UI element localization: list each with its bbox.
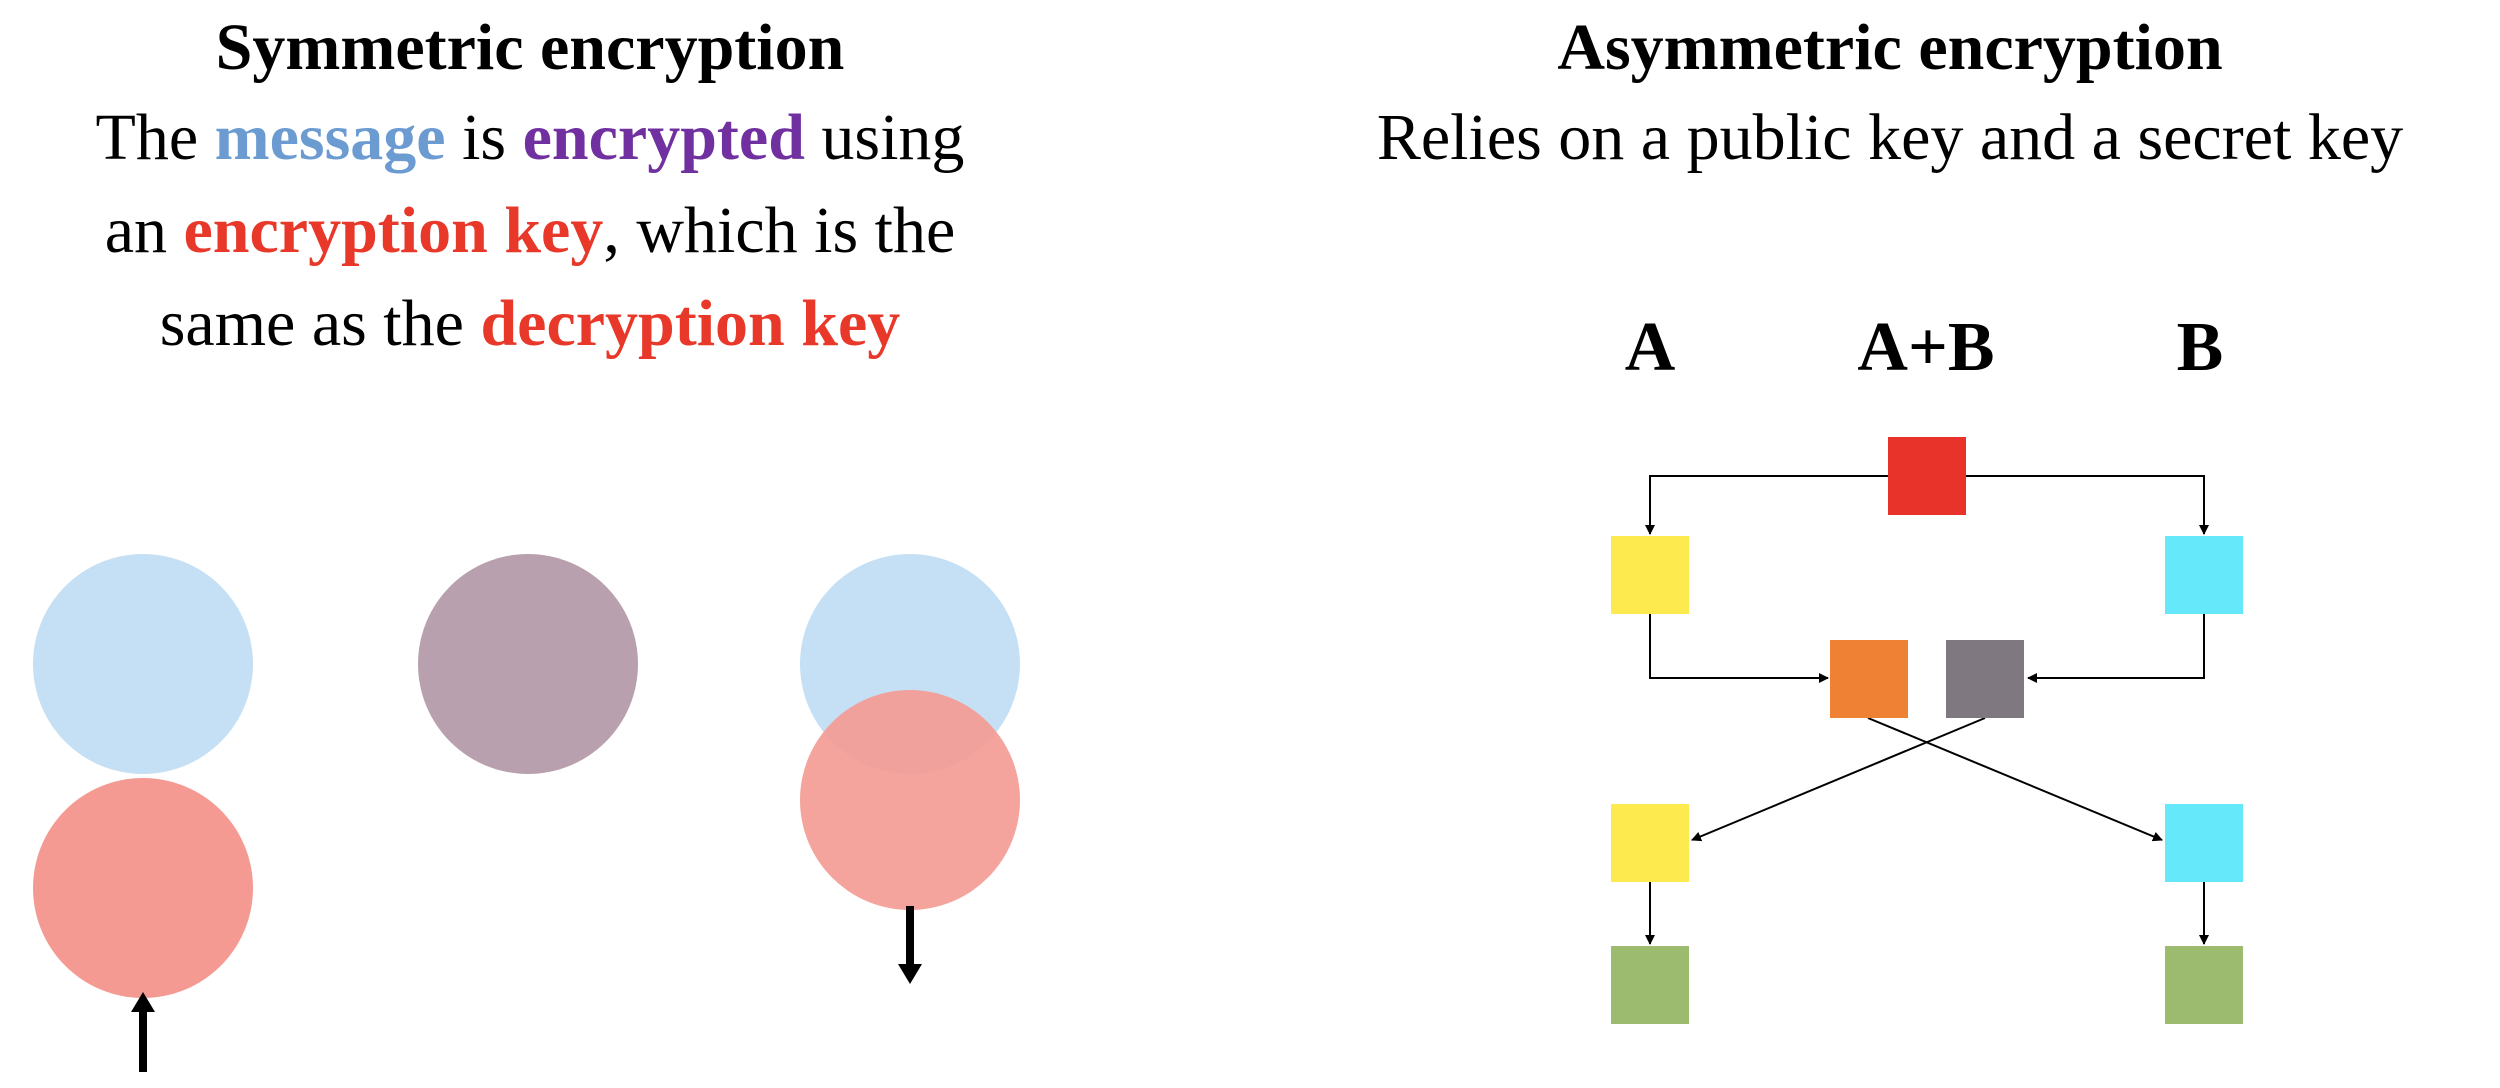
connectors <box>1645 475 2209 945</box>
asymmetric-subtitle: Relies on a public key and a secret key <box>1376 101 2404 174</box>
key-b-cyan <box>2165 536 2243 614</box>
message-circle-left <box>33 554 253 774</box>
connector-red-to-yellow <box>1645 475 1888 535</box>
label-a-plus-b: A+B <box>1857 309 1995 386</box>
keyword-encrypted: encrypted <box>522 101 805 174</box>
keyword-decryption-key: decryption key <box>480 287 901 360</box>
keyword-encryption-key: encryption key <box>183 194 604 267</box>
connector-yellow-to-orange <box>1649 614 1829 683</box>
symmetric-desc-line-1: The message is encrypted using <box>0 100 1060 176</box>
encrypted-circle <box>418 554 638 774</box>
connector-gray-to-yellow <box>1691 717 1986 842</box>
desc-text: using <box>804 101 965 174</box>
connector-orange-to-cyan <box>1867 717 2163 842</box>
result-green-b <box>2165 946 2243 1024</box>
public-key-gray <box>1946 640 2024 718</box>
label-b: B <box>2176 309 2224 386</box>
key-circle-left <box>33 778 253 998</box>
shared-key-red <box>1888 437 1966 515</box>
key-a-yellow-2 <box>1611 804 1689 882</box>
key-a-yellow <box>1611 536 1689 614</box>
key-circle-right <box>800 690 1020 910</box>
arrow-down-icon <box>898 906 922 984</box>
desc-text: same as the <box>159 287 481 360</box>
connector-red-to-cyan <box>1964 475 2209 535</box>
key-b-cyan-2 <box>2165 804 2243 882</box>
label-a: A <box>1624 309 1676 386</box>
symmetric-desc-line-3: same as the decryption key <box>0 286 1060 362</box>
connector-cyan-to-gray <box>2027 614 2205 683</box>
keyword-message: message <box>214 101 446 174</box>
desc-text: , which is the <box>603 194 956 267</box>
desc-text: an <box>104 194 184 267</box>
result-green-a <box>1611 946 1689 1024</box>
desc-text: The <box>95 101 215 174</box>
desc-text: is <box>445 101 523 174</box>
public-key-orange <box>1830 640 1908 718</box>
arrow-up-icon <box>131 992 155 1072</box>
symmetric-desc-line-2: an encryption key, which is the <box>0 193 1060 269</box>
symmetric-title: Symmetric encryption <box>215 11 845 84</box>
asymmetric-title: Asymmetric encryption <box>1557 11 2223 84</box>
